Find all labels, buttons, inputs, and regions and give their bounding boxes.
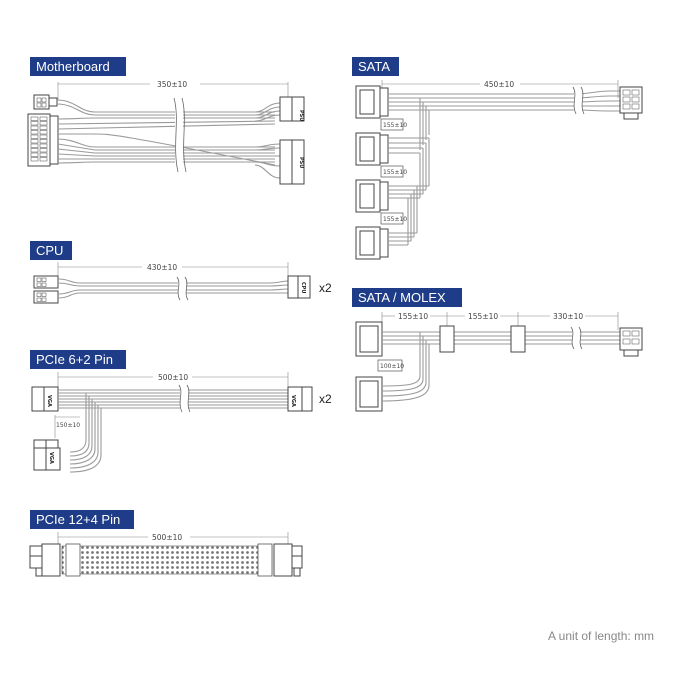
pcie124-section: PCIe 12+4 Pin 500±10 (29, 510, 303, 577)
pcie124-label-bg (30, 510, 134, 529)
unit-note: A unit of length: mm (548, 629, 654, 643)
sata-molex-branch-label: 100±10 (380, 363, 404, 370)
cpu-plug-connector (297, 275, 311, 299)
cpu-length-label: 430±10 (147, 263, 177, 272)
sata-length-label: 450±10 (484, 80, 514, 89)
sata-molex-segment-1: 155±10 (398, 312, 428, 321)
svg-text:VGA: VGA (46, 395, 52, 407)
motherboard-length-label: 350±10 (157, 80, 187, 89)
sata-molex-inline-connector-2 (510, 325, 526, 353)
svg-text:CPU: CPU (300, 282, 306, 293)
pcie62-branch-label: 150±10 (56, 422, 80, 429)
sata-spacing-1: 155±10 (383, 122, 407, 129)
sata-spacing-3: 155±10 (383, 216, 407, 223)
pcie62-connector-bottom (45, 447, 61, 471)
cpu-section: CPU 430±10 CPU x2 (30, 241, 332, 304)
motherboard-psu-connector-2 (291, 139, 305, 185)
motherboard-section: Motherboard 350±10 (27, 57, 305, 185)
sata-molex-label-bg (352, 288, 462, 307)
svg-text:VGA: VGA (290, 395, 296, 407)
sata-section: SATA 450±10 (352, 57, 643, 260)
sata-plug-1 (355, 85, 389, 119)
sata-molex-segment-2: 155±10 (468, 312, 498, 321)
sata-label: SATA (358, 59, 390, 74)
cpu-quantity: x2 (319, 281, 332, 295)
sata-plug-2 (355, 132, 389, 166)
pcie124-length-label: 500±10 (152, 533, 182, 542)
motherboard-label-bg (30, 57, 126, 76)
sata-plug-3 (355, 179, 389, 213)
svg-text:PSU: PSU (298, 110, 304, 121)
pcie62-section: PCIe 6+2 Pin 500±10 VGA 150±10 VGA (30, 350, 332, 473)
pcie62-quantity: x2 (319, 392, 332, 406)
pcie124-connector-right (273, 543, 293, 577)
motherboard-4pin-connector (33, 94, 50, 110)
pcie62-label: PCIe 6+2 Pin (36, 352, 113, 367)
svg-text:VGA: VGA (48, 452, 54, 464)
sata-molex-segment-3: 330±10 (553, 312, 583, 321)
svg-text:PSU: PSU (298, 157, 304, 168)
sata-label-bg (352, 57, 399, 76)
pcie62-length-label: 500±10 (158, 373, 188, 382)
cpu-label-bg (30, 241, 72, 260)
pcie124-sleeved-cable (61, 545, 273, 575)
cpu-label: CPU (36, 243, 63, 258)
molex-plug-1 (355, 321, 383, 357)
pcie124-connector-left (41, 543, 61, 577)
molex-plug-2 (355, 376, 383, 412)
motherboard-label: Motherboard (36, 59, 110, 74)
sata-molex-section: SATA / MOLEX 155±10 155±10 330±10 (352, 288, 643, 412)
pcie62-label-bg (30, 350, 126, 369)
sata-molex-label: SATA / MOLEX (358, 290, 446, 305)
sata-plug-4 (355, 226, 389, 260)
pcie124-label: PCIe 12+4 Pin (36, 512, 120, 527)
sata-molex-inline-connector-1 (439, 325, 455, 353)
motherboard-psu-connector-1 (291, 96, 305, 122)
sata-spacing-2: 155±10 (383, 169, 407, 176)
